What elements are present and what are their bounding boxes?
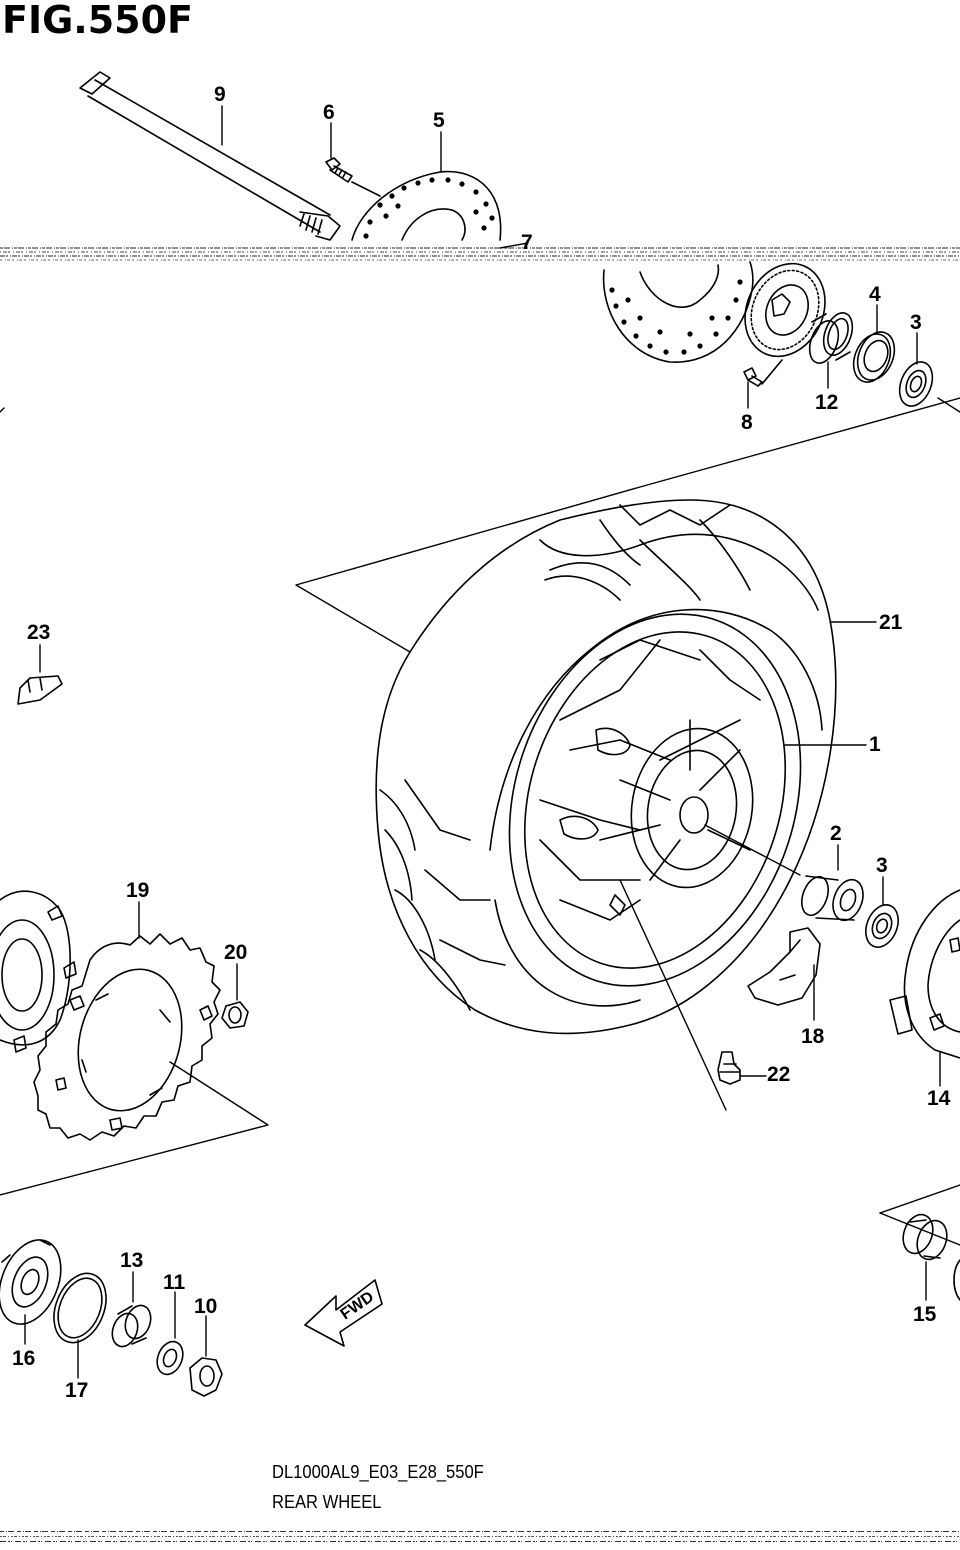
part-number-1[interactable]: 1 bbox=[869, 733, 881, 756]
leader-lines bbox=[24, 105, 941, 1379]
sensor-bolt bbox=[743, 359, 783, 387]
part-number-11[interactable]: 11 bbox=[163, 1271, 186, 1294]
balance-weight bbox=[17, 675, 63, 705]
bearing-16 bbox=[0, 1239, 62, 1325]
part-number-16[interactable]: 16 bbox=[12, 1347, 36, 1370]
part-number-19[interactable]: 19 bbox=[126, 879, 150, 902]
axle-spacer bbox=[801, 875, 864, 922]
part-number-21[interactable]: 21 bbox=[879, 611, 903, 634]
spacer-15 bbox=[902, 1213, 960, 1301]
brake-disc-lower bbox=[602, 261, 754, 363]
axle-shaft bbox=[79, 71, 341, 241]
oil-seal-17 bbox=[53, 1272, 107, 1344]
part-number-5[interactable]: 5 bbox=[433, 109, 445, 132]
axle-nut-10 bbox=[189, 1357, 223, 1397]
part-number-12[interactable]: 12 bbox=[815, 391, 839, 414]
fwd-arrow-icon: FWD bbox=[304, 1279, 383, 1347]
part-number-20[interactable]: 20 bbox=[224, 941, 248, 964]
wheel-rim bbox=[508, 613, 802, 987]
part-number-2[interactable]: 2 bbox=[830, 822, 842, 845]
part-number-4[interactable]: 4 bbox=[869, 283, 881, 306]
page-tear-top bbox=[0, 247, 960, 261]
caliper-bracket bbox=[747, 927, 821, 1006]
bearing-top bbox=[898, 361, 934, 407]
tyre bbox=[375, 499, 837, 1035]
sprocket-nut bbox=[221, 1001, 249, 1029]
part-number-18[interactable]: 18 bbox=[801, 1025, 825, 1048]
sprocket-hub bbox=[0, 890, 77, 1053]
sprocket bbox=[33, 933, 221, 1141]
part-number-10[interactable]: 10 bbox=[194, 1295, 218, 1318]
diagram-name-caption: REAR WHEEL bbox=[272, 1492, 382, 1512]
oil-seal bbox=[852, 331, 896, 383]
part-number-3-top[interactable]: 3 bbox=[910, 311, 922, 334]
part-number-15[interactable]: 15 bbox=[913, 1303, 937, 1326]
part-number-17[interactable]: 17 bbox=[65, 1379, 89, 1402]
bearing-middle bbox=[865, 904, 899, 948]
page-tear-bottom bbox=[0, 1531, 960, 1542]
spacer-13 bbox=[111, 1304, 152, 1348]
part-number-23[interactable]: 23 bbox=[27, 621, 51, 644]
disc-bolt bbox=[325, 157, 381, 197]
part-number-13[interactable]: 13 bbox=[120, 1249, 144, 1272]
figure-title: FIG.550F bbox=[2, 0, 194, 42]
tyre-valve bbox=[717, 1051, 741, 1085]
washer-11 bbox=[156, 1340, 184, 1376]
diagram-code-caption: DL1000AL9_E03_E28_550F bbox=[272, 1462, 484, 1482]
part-number-7[interactable]: 7 bbox=[521, 231, 533, 254]
part-number-9[interactable]: 9 bbox=[214, 83, 226, 106]
part-number-3-middle[interactable]: 3 bbox=[876, 854, 888, 877]
part-number-6[interactable]: 6 bbox=[323, 101, 335, 124]
part-number-14[interactable]: 14 bbox=[927, 1087, 951, 1110]
spacer-12 bbox=[808, 312, 854, 364]
brake-disc bbox=[351, 170, 502, 241]
part-number-22[interactable]: 22 bbox=[767, 1063, 791, 1086]
assembly-guide-lines bbox=[0, 397, 960, 1246]
rear-hub-right bbox=[889, 889, 960, 1059]
part-number-8[interactable]: 8 bbox=[741, 411, 753, 434]
